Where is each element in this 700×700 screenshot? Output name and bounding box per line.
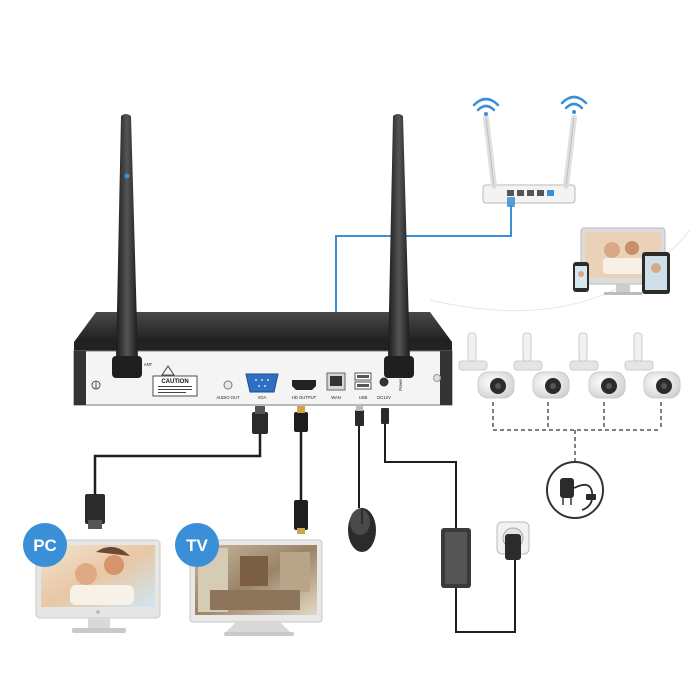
vga-cable — [85, 406, 268, 529]
router-ports — [507, 190, 554, 196]
ant-left-label: ANT — [144, 362, 153, 367]
dc12v-port — [379, 377, 389, 387]
usb-cable — [355, 405, 364, 508]
antenna-right — [384, 114, 414, 378]
usb-label: USB — [359, 395, 368, 400]
wall-socket — [496, 521, 530, 560]
pc-badge: PC — [23, 523, 67, 567]
usb-ports — [354, 372, 372, 390]
wifi-router — [482, 115, 577, 204]
caution-label: CAUTION — [152, 365, 198, 397]
wan-label: WAN — [331, 395, 341, 400]
hd-output-label: HD OUTPUT — [292, 395, 317, 400]
usb-mouse — [348, 508, 376, 552]
vga-label: VGA — [258, 395, 267, 400]
wifi-icon — [560, 95, 588, 114]
camera-power-adapter — [546, 461, 604, 519]
audio-out-port — [223, 380, 233, 390]
camera-4 — [624, 332, 681, 399]
power-off-label: Power OFF — [398, 369, 403, 391]
camera-power-dashed-lines — [492, 402, 662, 462]
audio-out-label: AUDIO OUT — [216, 395, 240, 400]
pc-badge-text: PC — [33, 536, 57, 555]
hdmi-cable — [294, 406, 308, 534]
camera-1 — [458, 332, 515, 399]
router-cable-plug — [507, 197, 515, 207]
nvr-back-panel: CAUTION ANT ANT AUDIO OUT VGA HD OUTPUT … — [91, 362, 441, 400]
network-cable — [335, 205, 512, 355]
vga-port — [245, 373, 279, 393]
nvr-foot-icon — [433, 374, 441, 382]
camera-2 — [513, 332, 570, 399]
power-adapter — [441, 528, 516, 633]
tablet — [642, 252, 670, 294]
ant-right-label: ANT — [396, 362, 405, 367]
dc12v-label: DC12V — [377, 395, 391, 400]
power-cable — [381, 408, 457, 528]
hdmi-port — [292, 380, 316, 390]
camera-3 — [569, 332, 626, 399]
phone — [573, 262, 589, 292]
tv-badge: TV — [175, 523, 219, 567]
antenna-left — [112, 114, 142, 378]
mobile-devices — [573, 227, 670, 295]
wan-port — [326, 372, 346, 391]
wifi-icon — [472, 97, 500, 116]
ground-icon — [91, 380, 101, 390]
caution-text: CAUTION — [161, 379, 188, 385]
pc-monitor — [35, 539, 161, 633]
tv-badge-text: TV — [186, 536, 208, 555]
